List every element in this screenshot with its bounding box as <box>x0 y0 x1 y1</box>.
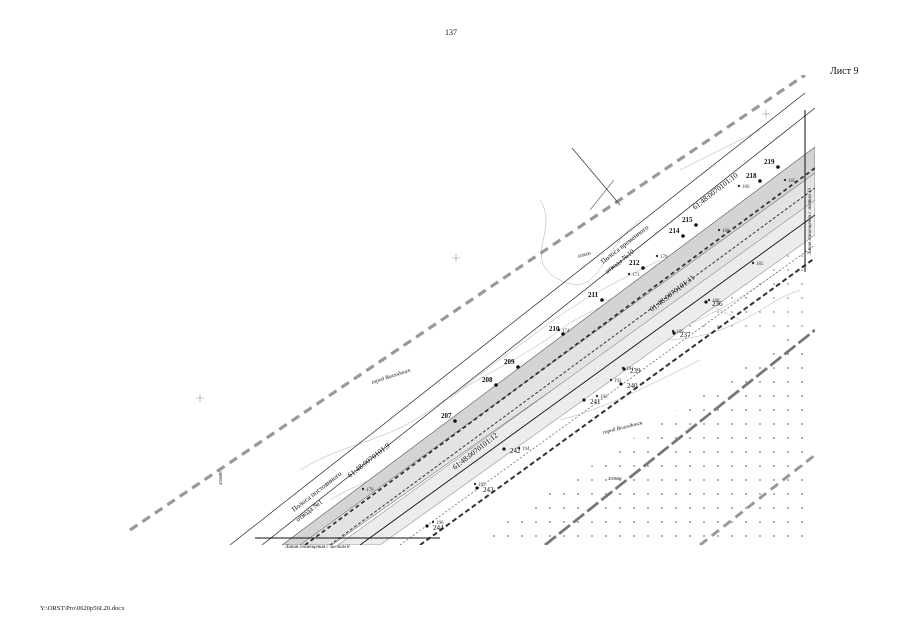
point-label: 218 <box>746 172 757 180</box>
boundary-point-marker <box>681 234 685 238</box>
lower-boundary <box>419 257 815 545</box>
point-label: 243 <box>483 486 494 494</box>
boundary-point-marker <box>361 487 365 491</box>
point-label: 236 <box>712 300 723 308</box>
point-label: 244 <box>433 524 444 532</box>
boundary-point-marker <box>717 228 721 232</box>
point-label-small: 195 <box>478 483 486 488</box>
city-label-south: город Волгодонск <box>602 419 644 436</box>
point-label: 239 <box>630 367 641 375</box>
corridor-edge <box>399 244 815 545</box>
boundary-point-marker <box>431 520 435 524</box>
point-label: 207 <box>441 412 452 420</box>
point-label: 237 <box>680 331 691 339</box>
point-label: 219 <box>764 158 775 166</box>
point-label: 214 <box>669 227 680 235</box>
corridor-hatch <box>337 199 815 545</box>
permanent-boundary <box>304 167 815 545</box>
point-label: 242 <box>510 447 521 455</box>
point-label-small: 191 <box>626 367 634 372</box>
dashed-boundary-south <box>544 328 815 545</box>
point-label-small: 174 <box>562 329 570 334</box>
point-label-small: 166 <box>742 185 750 190</box>
grid-crosses <box>196 110 770 402</box>
boundary-point-marker <box>776 165 780 169</box>
north-line <box>571 147 621 206</box>
boundary-point-marker <box>619 382 623 386</box>
boundary-point-marker <box>557 328 561 332</box>
dashed-boundary-north <box>129 75 806 532</box>
dashed-boundary-far <box>699 453 815 545</box>
boundary-point-marker <box>561 332 565 336</box>
boundary-point-marker <box>751 261 755 265</box>
pipeline-axis <box>359 214 815 545</box>
point-label-small: 170 <box>660 255 668 260</box>
boundary-point-marker <box>694 223 698 227</box>
boundary-point-marker <box>707 298 711 302</box>
boundary-point-marker <box>516 365 520 369</box>
city-label-north: город Волгодонск <box>370 366 412 385</box>
grid-label-2: 458600 <box>577 250 592 259</box>
boundary-point-marker <box>758 179 762 183</box>
footer-file-path: Y:\ORST\Pro\0620p56L20.docx <box>40 605 125 612</box>
boundary-point-marker <box>475 486 479 490</box>
point-label-small: 188 <box>712 299 720 304</box>
dotted-terrain <box>470 320 815 545</box>
boundary-point-marker <box>655 254 659 258</box>
point-label-small: 193 <box>600 395 608 400</box>
boundary-point-marker <box>502 447 506 451</box>
boundary-point-marker <box>621 366 625 370</box>
point-label: 209 <box>504 358 515 366</box>
road-edge-lower <box>261 107 815 545</box>
boundary-point-marker <box>517 446 521 450</box>
pipeline-corridor <box>281 146 815 545</box>
point-label-small: 171 <box>632 273 640 278</box>
point-label: 208 <box>482 376 493 384</box>
boundary-point-marker <box>609 378 613 382</box>
boundary-points <box>361 165 787 528</box>
point-label-small: 192 <box>614 379 622 384</box>
sheet-label: Лист 9 <box>830 66 859 77</box>
boundary-point-marker <box>600 298 604 302</box>
boundary-point-marker <box>641 266 645 270</box>
point-label: 212 <box>629 259 640 267</box>
point-label-small: 185 <box>756 262 764 267</box>
point-label: 215 <box>682 216 693 224</box>
road-edge-upper <box>229 92 806 545</box>
point-label: 241 <box>590 398 601 406</box>
point-label-small: 165 <box>788 179 796 184</box>
boundary-point-marker <box>627 272 631 276</box>
point-label-small: 194 <box>522 447 530 452</box>
boundary-point-marker <box>737 184 741 188</box>
match-line-right-label: Линия совмещения с листом 10 <box>808 187 813 256</box>
grid-label-3: 458600 <box>608 476 622 481</box>
corridor-strip <box>299 172 815 545</box>
boundary-point-marker <box>473 482 477 486</box>
point-label: 210 <box>549 325 560 333</box>
boundary-point-marker <box>494 383 498 387</box>
point-label-small: 196 <box>436 521 444 526</box>
page-number: 137 <box>445 28 457 37</box>
point-label-small: 189 <box>676 330 684 335</box>
boundary-point-marker <box>671 329 675 333</box>
point-label: 211 <box>588 291 599 299</box>
grid-label-1: 458600 <box>218 471 223 485</box>
match-line-bottom-label: Линия совмещения с листом 8 <box>284 545 350 550</box>
point-label-small: 168 <box>722 229 730 234</box>
boundary-point-marker <box>783 178 787 182</box>
boundary-point-marker <box>453 419 457 423</box>
boundary-point-marker <box>582 398 586 402</box>
point-label-small: 179 <box>366 488 374 493</box>
boundary-point-marker <box>595 394 599 398</box>
boundary-point-marker <box>704 300 708 304</box>
temporary-boundary <box>329 187 815 545</box>
point-label: 240 <box>627 382 638 390</box>
boundary-point-marker <box>425 524 429 528</box>
boundary-point-marker <box>672 331 676 335</box>
